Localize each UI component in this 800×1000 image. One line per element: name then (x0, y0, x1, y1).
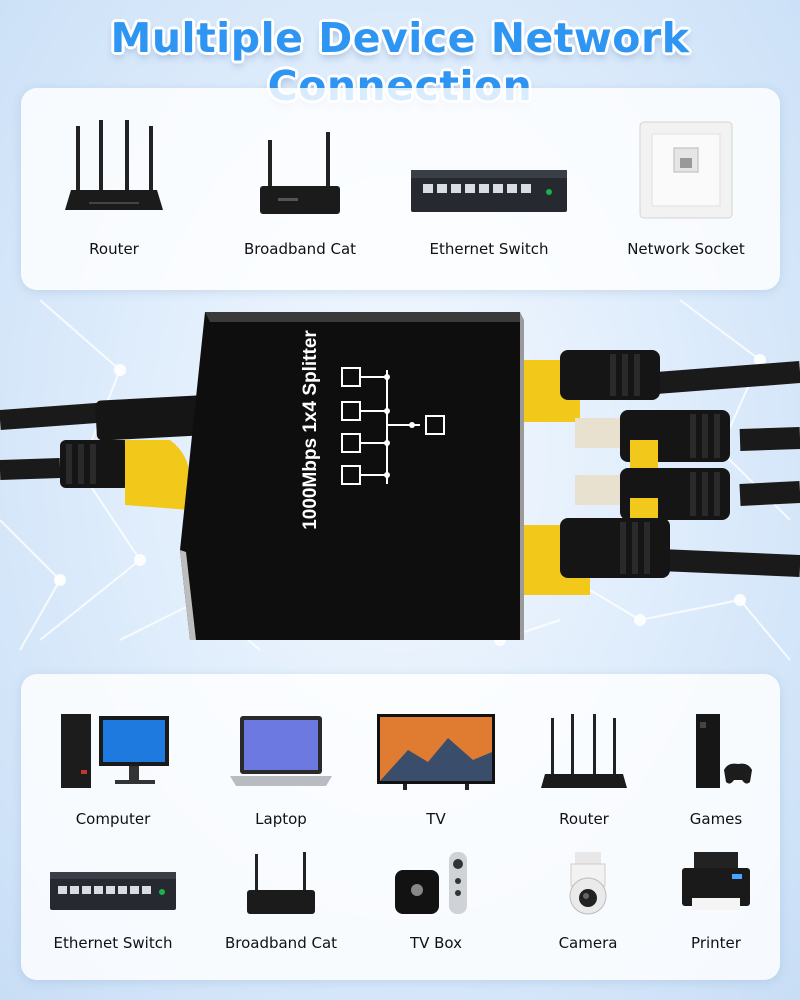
downstream-device-label: Computer (75, 810, 151, 828)
upstream-device-ethernet-switch: Ethernet Switch (409, 118, 569, 258)
downstream-devices-panel: Computer Laptop TV Router Games (21, 674, 780, 980)
downstream-device-camera: Camera (533, 850, 643, 952)
game-console-icon (696, 714, 752, 788)
upstream-device-network-socket: Network Socket (611, 118, 761, 258)
downstream-device-tv-box: TV Box (381, 850, 491, 952)
upstream-device-label: Network Socket (627, 240, 745, 258)
router-icon (65, 120, 163, 210)
downstream-device-games: Games (661, 710, 771, 828)
splitter-model-label: 1000Mbps 1x4 Splitter (300, 330, 321, 530)
downstream-device-label: Games (689, 810, 743, 828)
printer-icon (682, 852, 750, 910)
tv-box-icon (395, 852, 467, 914)
splitter-device-illustration: 1000Mbps 1x4 Splitter (0, 312, 800, 640)
upstream-device-router: Router (49, 118, 179, 258)
downstream-device-label: TV Box (409, 934, 463, 952)
upstream-device-broadband-cat: Broadband Cat (225, 118, 375, 258)
upstream-device-label: Router (89, 240, 139, 258)
ethernet-switch-icon (50, 872, 176, 910)
broadband-cat-icon (247, 852, 315, 914)
network-socket-icon (639, 121, 733, 219)
input-cable-connector (60, 395, 207, 510)
downstream-device-router: Router (529, 710, 639, 828)
downstream-device-label: Broadband Cat (224, 934, 338, 952)
downstream-device-label: Laptop (255, 810, 307, 828)
downstream-device-label: TV (426, 810, 446, 828)
upstream-devices-panel: Router Broadband Cat Ethernet Switch Net… (21, 88, 780, 290)
upstream-device-label: Ethernet Switch (429, 240, 549, 258)
ethernet-switch-icon (411, 170, 567, 212)
upstream-device-label: Broadband Cat (243, 240, 357, 258)
camera-icon (569, 852, 607, 915)
downstream-device-label: Printer (691, 934, 741, 952)
computer-icon (61, 714, 169, 788)
downstream-device-printer: Printer (661, 850, 771, 952)
broadband-cat-icon (260, 132, 340, 214)
downstream-device-laptop: Laptop (221, 710, 341, 828)
router-icon (541, 714, 627, 788)
downstream-device-label: Router (559, 810, 609, 828)
laptop-icon (230, 716, 332, 786)
downstream-device-computer: Computer (43, 710, 183, 828)
downstream-device-broadband-cat: Broadband Cat (221, 850, 341, 952)
output-cable-connectors (520, 350, 730, 595)
downstream-device-tv: TV (371, 710, 501, 828)
downstream-device-label: Ethernet Switch (53, 934, 173, 952)
tv-icon (377, 714, 495, 790)
downstream-device-label: Camera (558, 934, 618, 952)
port-diagram (341, 367, 445, 485)
downstream-device-ethernet-switch: Ethernet Switch (43, 856, 183, 952)
